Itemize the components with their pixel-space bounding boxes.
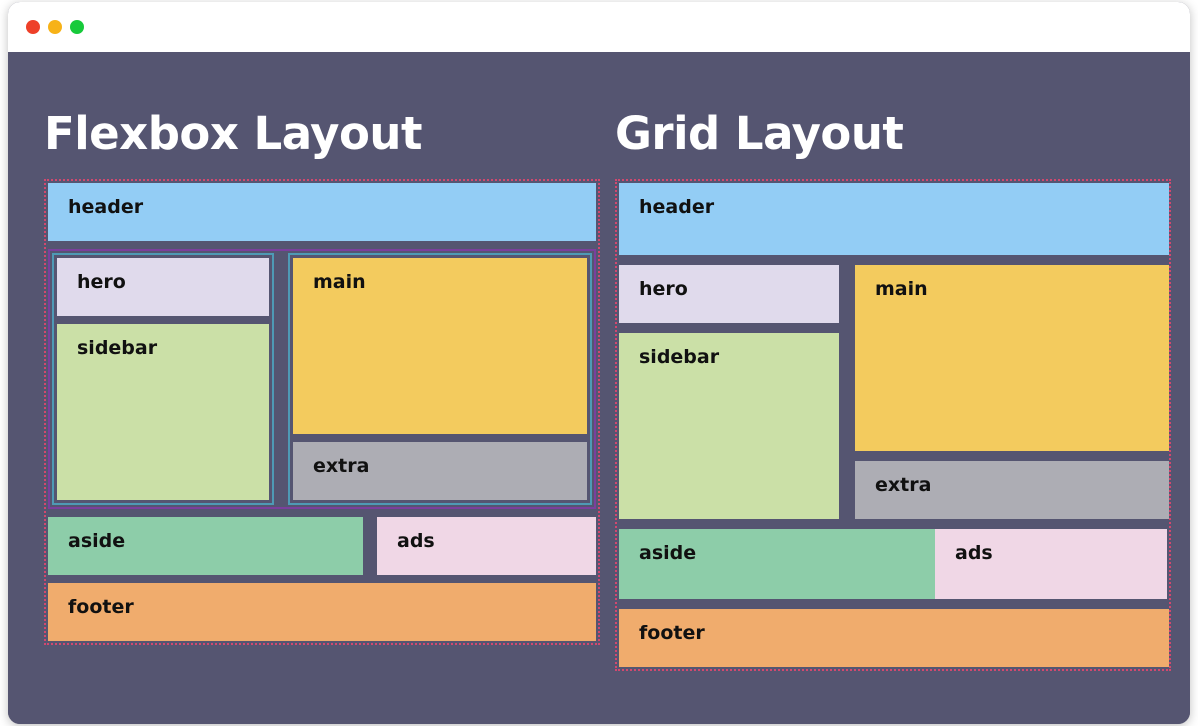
grid-block-footer: footer bbox=[619, 609, 1169, 668]
flexbox-block-aside: aside bbox=[48, 517, 363, 576]
flexbox-block-hero: hero bbox=[57, 258, 269, 317]
minimize-button[interactable] bbox=[48, 20, 62, 34]
flexbox-middle-row: hero sidebar main extra bbox=[48, 249, 596, 510]
grid-block-main: main bbox=[855, 265, 1169, 452]
flexbox-demo-column: Flexbox Layout header hero sidebar main … bbox=[44, 52, 600, 671]
flexbox-title: Flexbox Layout bbox=[44, 107, 422, 160]
window-titlebar bbox=[8, 2, 1190, 52]
flexbox-block-main: main bbox=[293, 258, 587, 435]
grid-title: Grid Layout bbox=[615, 107, 904, 160]
browser-window: Flexbox Layout header hero sidebar main … bbox=[8, 2, 1190, 724]
grid-demo-column: Grid Layout header hero sidebar main ext… bbox=[615, 52, 1171, 672]
grid-block-header: header bbox=[619, 183, 1169, 256]
flexbox-block-sidebar: sidebar bbox=[57, 324, 269, 501]
grid-block-aside: aside bbox=[619, 529, 939, 600]
page-canvas: Flexbox Layout header hero sidebar main … bbox=[8, 52, 1190, 724]
grid-block-sidebar: sidebar bbox=[619, 333, 839, 520]
flexbox-bottom-row: aside ads bbox=[48, 517, 596, 576]
flexbox-right-subcolumn: main extra bbox=[288, 253, 592, 506]
grid-block-extra: extra bbox=[855, 461, 1169, 520]
flexbox-container: header hero sidebar main extra bbox=[44, 179, 600, 646]
flexbox-block-ads: ads bbox=[377, 517, 596, 576]
flexbox-block-extra: extra bbox=[293, 442, 587, 501]
layout-comparison: Flexbox Layout header hero sidebar main … bbox=[8, 52, 1190, 672]
close-button[interactable] bbox=[26, 20, 40, 34]
grid-block-ads: ads bbox=[935, 529, 1167, 600]
maximize-button[interactable] bbox=[70, 20, 84, 34]
grid-block-hero: hero bbox=[619, 265, 839, 324]
flexbox-block-footer: footer bbox=[48, 583, 596, 642]
grid-container: header hero sidebar main extra aside ads… bbox=[615, 179, 1171, 672]
flexbox-left-subcolumn: hero sidebar bbox=[52, 253, 274, 506]
flexbox-block-header: header bbox=[48, 183, 596, 242]
flexbox-inner-column: header hero sidebar main extra bbox=[48, 183, 596, 642]
